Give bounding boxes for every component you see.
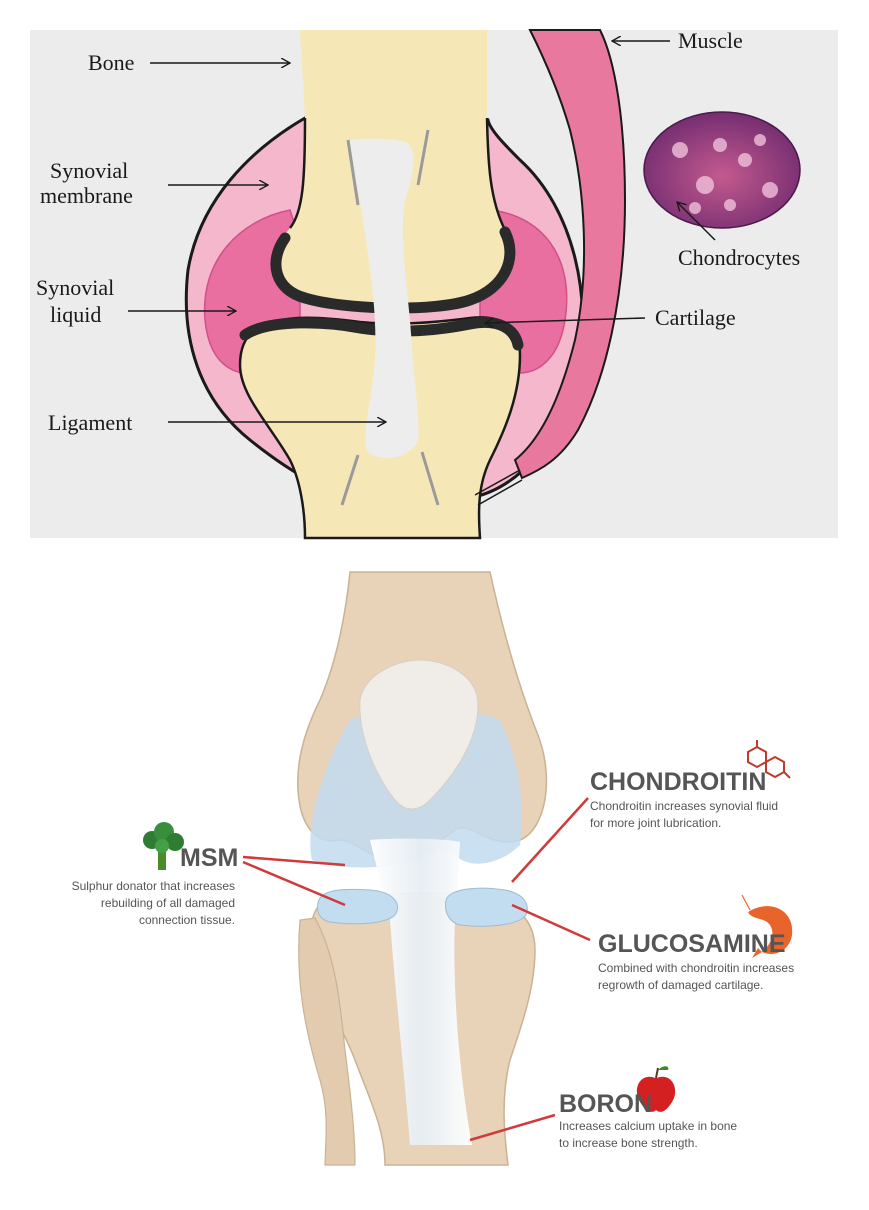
- ligament-fiber: [416, 129, 430, 186]
- label-bone: Bone: [88, 50, 134, 75]
- chondroitin-desc-line-2: for more joint lubrication.: [590, 816, 721, 830]
- label-synovial-membrane-2: membrane: [40, 183, 133, 208]
- tendon: [477, 479, 523, 506]
- apple-icon: [636, 1066, 676, 1112]
- msm-desc-line-1: Sulphur donator that increases: [72, 879, 235, 893]
- meniscus-left: [317, 888, 399, 925]
- patella: [359, 659, 479, 810]
- label-synovial-membrane-1: Synovial: [50, 158, 128, 183]
- ligament-fiber: [420, 451, 440, 506]
- upper-bone-outline-right: [485, 117, 507, 231]
- ligament-fiber: [340, 454, 360, 506]
- boron-desc-line-2: to increase bone strength.: [559, 1136, 698, 1150]
- glucosamine-desc-line-1: Combined with chondroitin increases: [598, 961, 794, 975]
- pointer-msm-meniscus: [242, 860, 346, 907]
- ligament-fiber: [346, 139, 360, 206]
- pointer-msm-cartilage: [242, 855, 346, 867]
- label-synovial-liquid-1: Synovial: [36, 275, 114, 300]
- tendon: [474, 469, 521, 496]
- msm-desc-line-2: rebuilding of all damaged: [101, 896, 235, 910]
- central-ligament: [370, 838, 472, 1145]
- chondroitin-title: CHONDROITIN: [590, 768, 766, 796]
- synovial-joint-diagram: Bone Muscle Synovial membrane Chondrocyt…: [30, 28, 838, 540]
- pointer-boron: [469, 1113, 556, 1142]
- molecule-icon: [747, 740, 791, 779]
- label-chondrocytes: Chondrocytes: [678, 245, 800, 270]
- upper-bone-outline-left: [289, 117, 307, 229]
- boron-desc-line-1: Increases calcium uptake in bone: [559, 1119, 737, 1133]
- msm-desc-line-3: connection tissue.: [139, 913, 235, 927]
- pointer-chondroitin: [511, 797, 589, 883]
- label-muscle: Muscle: [678, 28, 743, 53]
- arrow-chondrocytes: [677, 202, 716, 241]
- chondrocytes-micrograph: [643, 111, 801, 229]
- broccoli-icon: [143, 822, 184, 870]
- label-ligament: Ligament: [48, 410, 132, 435]
- knee-supplements-diagram: CHONDROITIN Chondroitin increases synovi…: [72, 571, 794, 1166]
- glucosamine-desc-line-2: regrowth of damaged cartilage.: [598, 978, 763, 992]
- ligament: [348, 138, 419, 458]
- msm-title: MSM: [180, 844, 238, 872]
- meniscus-right: [445, 887, 528, 927]
- label-cartilage: Cartilage: [655, 305, 736, 330]
- muscle: [513, 29, 627, 480]
- arrow-cartilage: [485, 317, 646, 323]
- glucosamine-title: GLUCOSAMINE: [598, 930, 786, 958]
- label-synovial-liquid-2: liquid: [50, 302, 101, 327]
- chondroitin-desc-line-1: Chondroitin increases synovial fluid: [590, 799, 778, 813]
- pointer-glucosamine: [511, 903, 591, 942]
- shrimp-icon: [741, 894, 793, 958]
- fibula: [298, 917, 356, 1166]
- boron-title: BORON: [559, 1090, 652, 1118]
